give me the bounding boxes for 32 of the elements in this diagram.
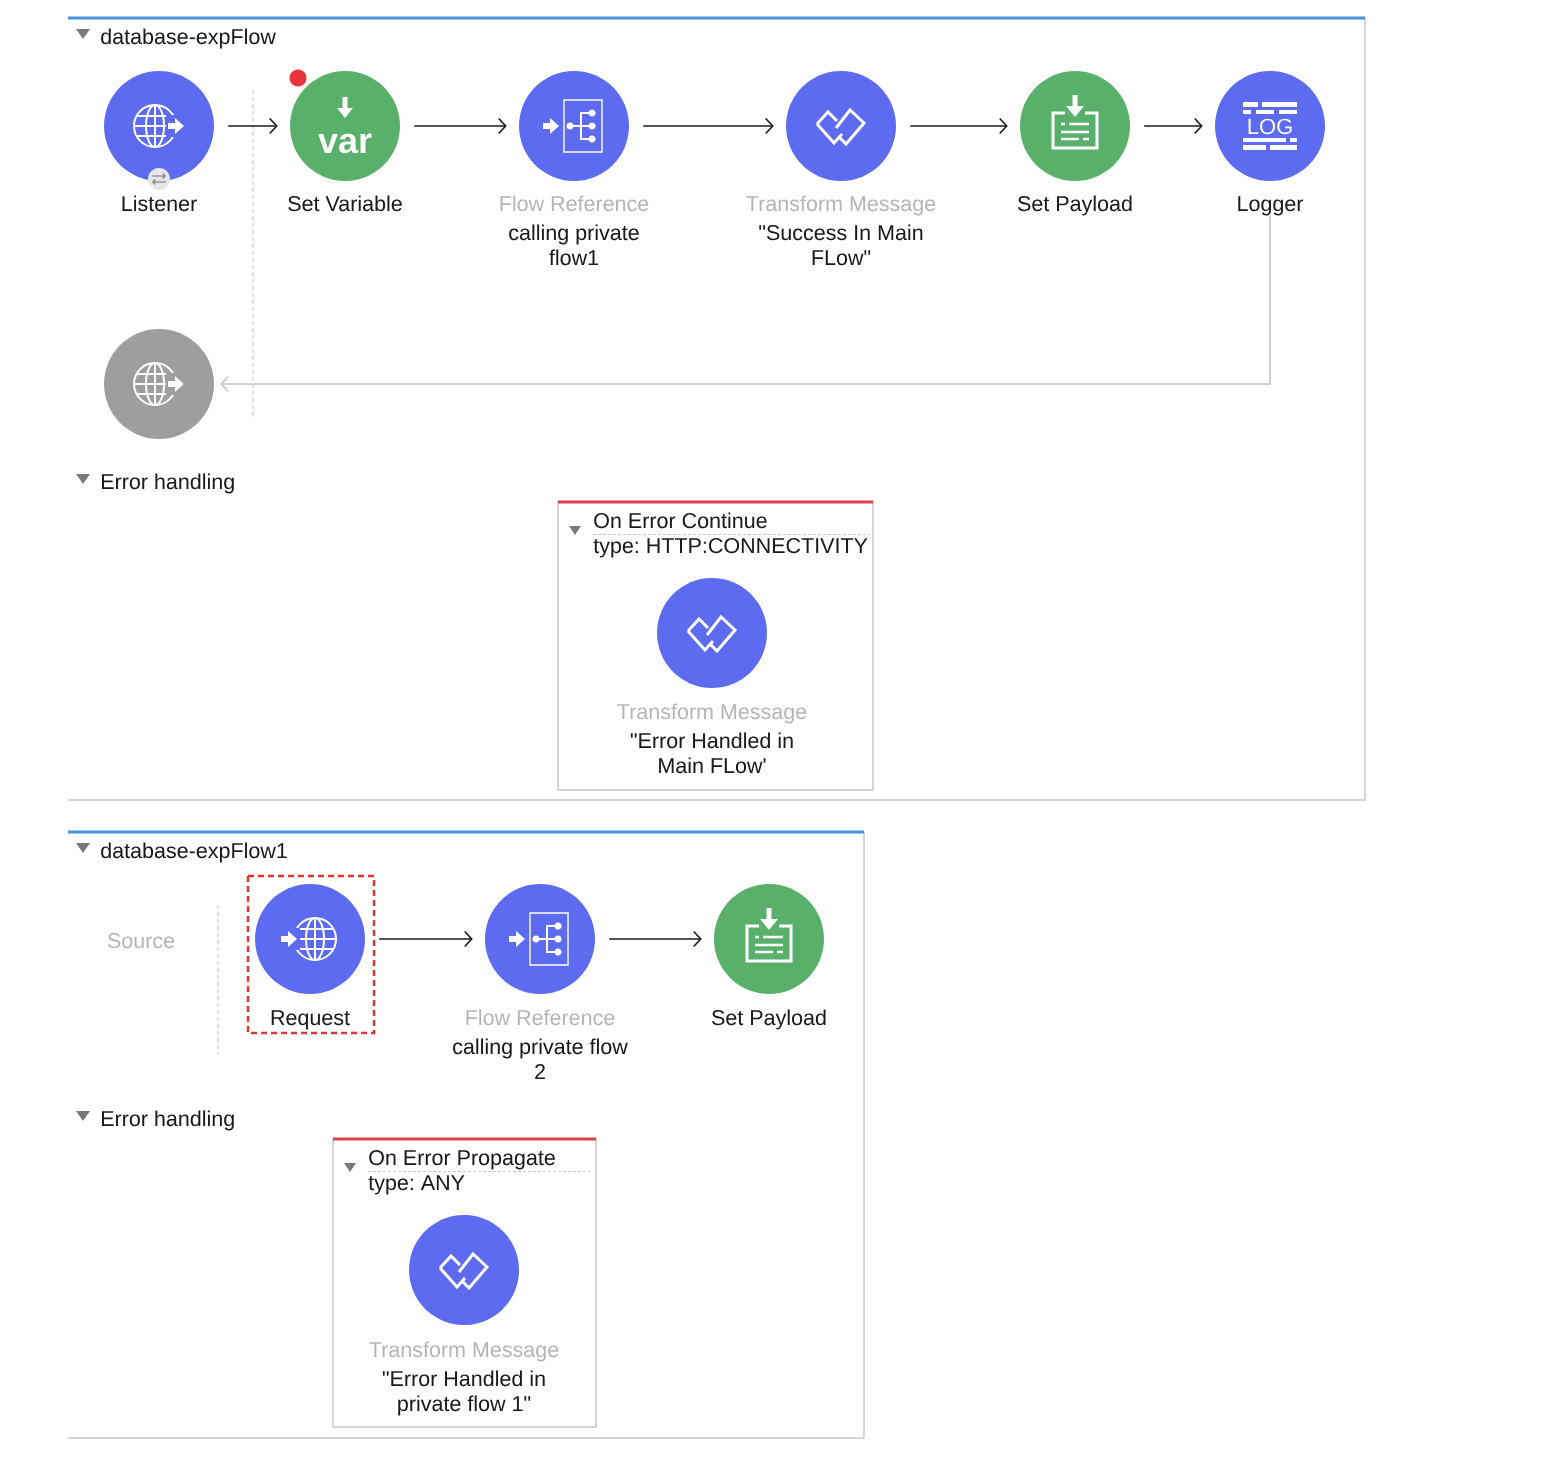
handler-title: On Error Continue — [594, 512, 767, 529]
component-label: Set Payload — [1018, 195, 1132, 216]
component-label: Set Variable — [288, 195, 402, 212]
arrow — [378, 930, 473, 948]
arrow — [227, 117, 278, 135]
component-label: Listener — [122, 195, 197, 212]
component-type: Transform Message — [746, 195, 936, 216]
error-type: type: HTTP:CONNECTIVITY — [593, 538, 868, 558]
flow-title: database-expFlow — [101, 28, 276, 49]
component-type: Transform Message — [369, 1341, 559, 1362]
component-label: Logger — [1238, 196, 1304, 216]
component-label: calling private flow 2 — [453, 1038, 628, 1079]
component-label: Request — [271, 1010, 350, 1030]
arrow — [1143, 117, 1203, 135]
component-type: Flow Reference — [466, 1009, 615, 1026]
flow-title: database-expFlow1 — [101, 842, 287, 863]
arrow — [909, 117, 1008, 135]
arrow — [608, 930, 702, 948]
component-label: "Error Handled in private flow 1" — [382, 1370, 545, 1416]
component-label: calling private flow1 — [509, 224, 639, 266]
component-type: Transform Message — [617, 703, 807, 724]
component-label: Set Payload — [712, 1009, 826, 1030]
arrow — [642, 117, 774, 135]
component-label: "Error Handled in Main FLow' — [630, 732, 793, 774]
component-label: "Success In Main FLow" — [759, 224, 923, 266]
source-label: Source — [107, 933, 175, 949]
section-heading: Error handling — [101, 1110, 234, 1131]
handler-title: On Error Propagate — [369, 1150, 555, 1170]
component-type: Flow Reference — [500, 195, 649, 212]
arrow — [413, 117, 507, 135]
section-heading: Error handling — [101, 473, 234, 494]
error-type: type: ANY — [368, 1175, 465, 1195]
